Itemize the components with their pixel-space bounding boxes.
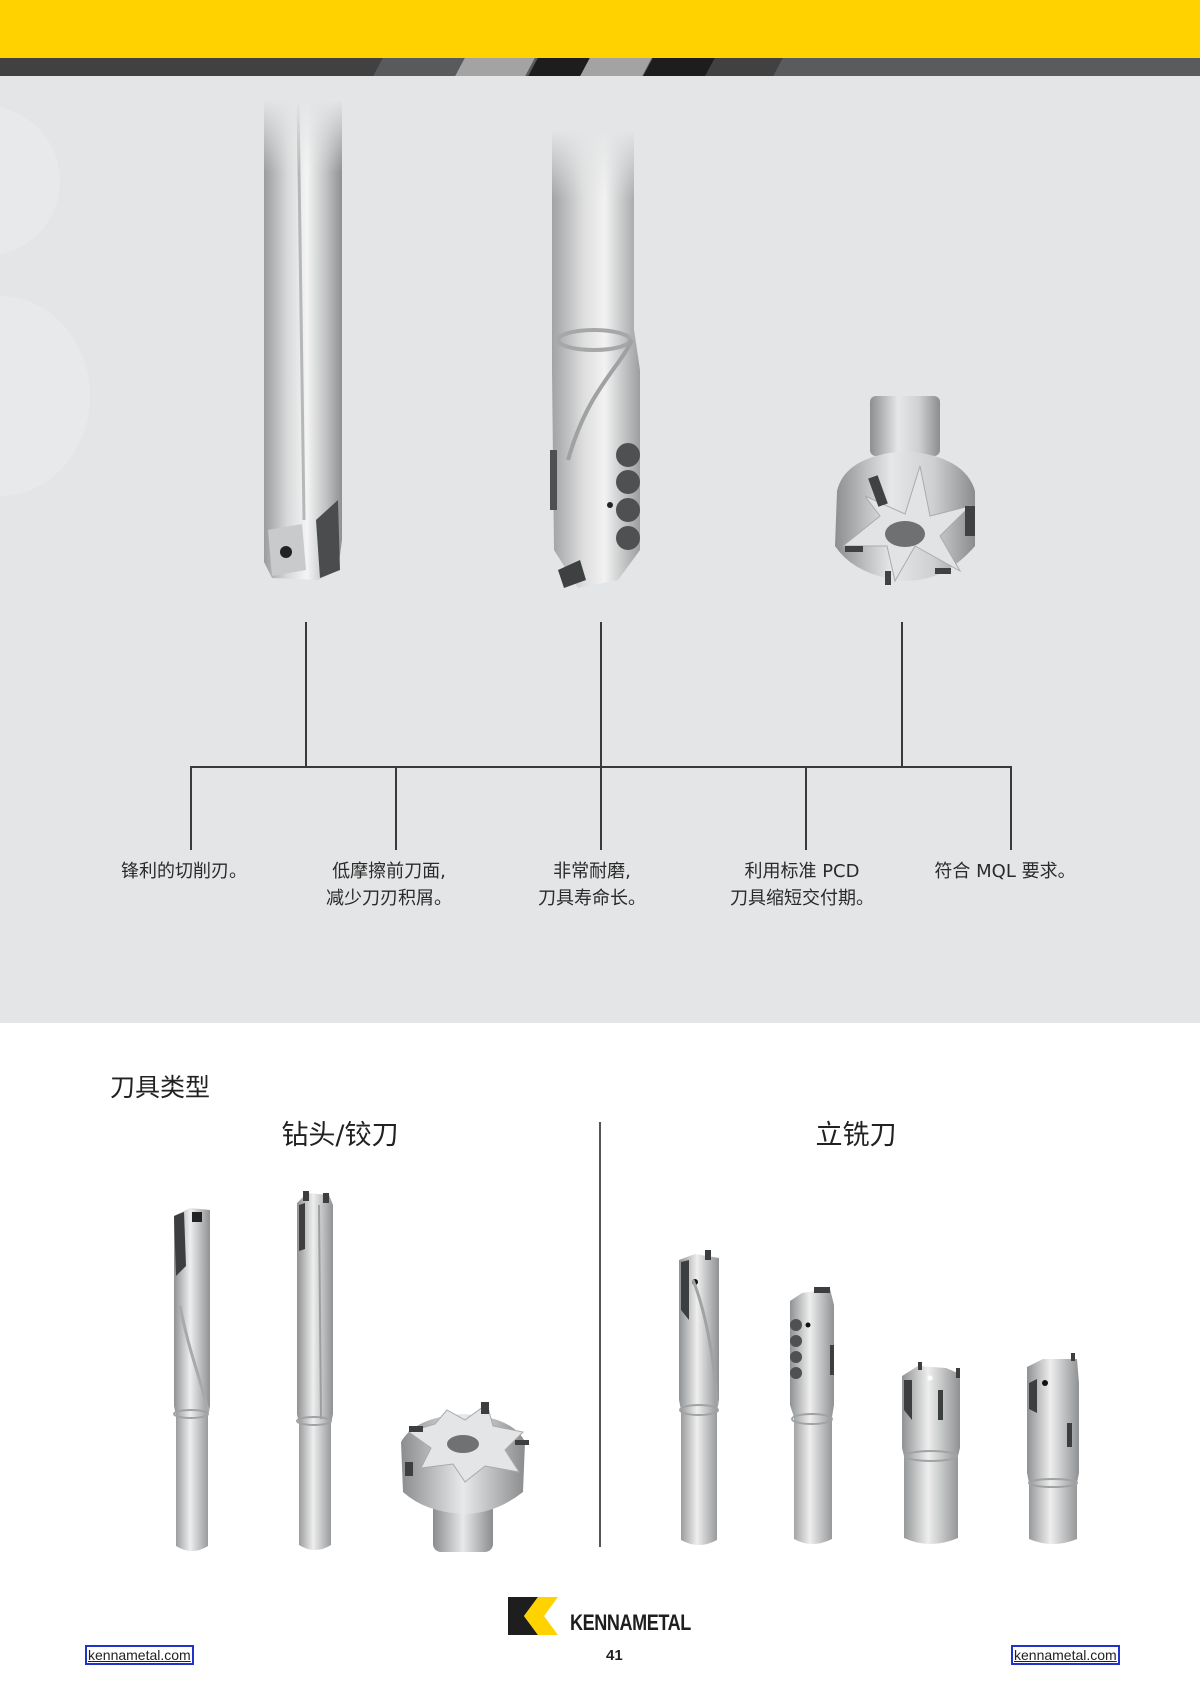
connector-line [600,766,602,850]
connector-line [1010,766,1012,850]
brand-name: KENNAMETAL [570,1610,691,1635]
end-mill-1-image [679,1250,719,1545]
connector-line [395,766,397,850]
watermark-shape [0,296,90,496]
footer-link-right[interactable]: kennametal.com [1011,1645,1120,1665]
end-mill-3-image [902,1362,960,1544]
group-title-end-mill: 立铣刀 [815,1120,897,1151]
header-stripe-band [0,58,1200,76]
connector-line [190,766,192,850]
end-mill-4-image [1027,1353,1079,1544]
connector-line [305,622,307,767]
footer-link-left[interactable]: kennametal.com [85,1645,194,1665]
kennametal-k-icon [508,1597,558,1635]
reamer-small-image [296,1191,333,1550]
benefit-wear-resistant: 非常耐磨, 刀具寿命长。 [538,861,646,909]
features-panel: 锋利的切削刃。 低摩擦前刀面, 减少刀刃积屑。 非常耐磨, 刀具寿命长。 利用标… [0,76,1200,1023]
group-title-drill-reamer: 钻头/铰刀 [281,1120,399,1151]
benefit-standard-pcd: 利用标准 PCD 刀具缩短交付期。 [730,861,874,909]
benefit-mql: 符合 MQL 要求。 [934,861,1076,882]
page-number: 41 [606,1647,623,1664]
kennametal-logo: KENNAMETAL [508,1597,708,1635]
drill-small-image [173,1208,210,1551]
watermark-shape [0,106,60,256]
connector-line [805,766,807,850]
section-title: 刀具类型 [110,1073,211,1102]
drill-image [258,100,350,584]
reamer-image [548,130,644,590]
benefit-low-friction: 低摩擦前刀面, 减少刀刃积屑。 [326,861,452,909]
header-yellow-bar [0,0,1200,58]
connector-line [901,622,903,767]
benefit-sharp-edge: 锋利的切削刃。 [121,861,247,882]
end-mill-2-image [790,1287,834,1544]
reamer-head-image [835,396,975,585]
connector-line [600,622,602,767]
reamer-head-small-image [401,1402,529,1552]
group-divider [599,1122,601,1547]
